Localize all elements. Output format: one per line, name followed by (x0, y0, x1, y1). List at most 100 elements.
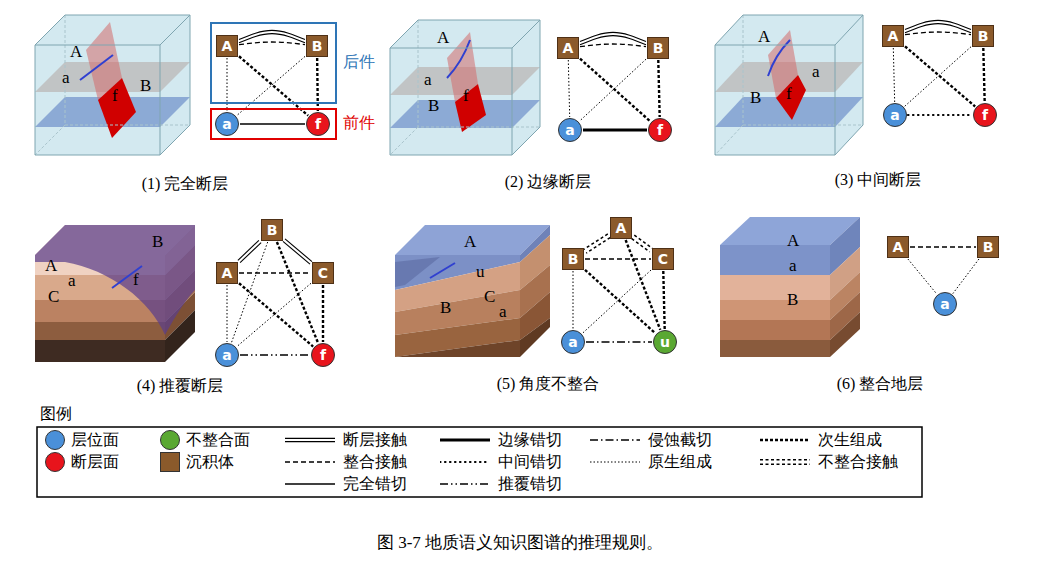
node-letter: A (893, 239, 904, 255)
illustration-shape (447, 40, 470, 78)
unconformity-block (395, 225, 550, 357)
illustration-label: f (786, 84, 792, 104)
legend-text: 不整合面 (186, 431, 250, 448)
label-text: C (484, 287, 495, 306)
legend-label: 中间错切 (498, 451, 562, 473)
illustration-shape (35, 15, 190, 155)
legend-text: 断层面 (71, 453, 119, 470)
node-letter: f (315, 116, 321, 132)
illustration-label: A (437, 28, 449, 48)
illustration-shape (715, 15, 863, 155)
sediment-node: A (216, 35, 238, 57)
label-text: B (440, 298, 451, 317)
connector-line (908, 114, 972, 116)
connector-line (573, 271, 574, 329)
connector-line (658, 60, 659, 117)
connector-line (237, 283, 311, 346)
legend-text: 沉积体 (186, 453, 234, 470)
legend-text: 次生组成 (818, 431, 882, 448)
illustration-label: a (424, 70, 432, 90)
legend-label: 沉积体 (186, 451, 234, 473)
connector-line (239, 30, 305, 39)
label-text: (5) 角度不整合 (497, 375, 600, 392)
connector-line (760, 463, 810, 465)
connector-line (580, 32, 646, 41)
illustration-shape (455, 84, 486, 132)
relation-connector (585, 270, 655, 333)
connector-line (440, 461, 490, 463)
legend-swatch (160, 430, 180, 450)
illustration-label: B (152, 232, 163, 252)
legend-label: 边缘错切 (498, 429, 562, 451)
label-text: a (62, 68, 70, 87)
relation-connector (910, 247, 976, 248)
label-text: (4) 推覆断层 (137, 377, 224, 394)
illustration-label: B (440, 298, 451, 318)
illustration-label: f (133, 270, 139, 290)
relation-connector (580, 44, 646, 47)
label-text: (6) 整合地层 (837, 375, 924, 392)
relation-connector (277, 242, 318, 343)
node-letter: a (940, 296, 949, 312)
surface-node: f (306, 112, 330, 136)
legend-line-sample (285, 478, 335, 490)
connector-line (580, 44, 646, 47)
complete-fault-block (35, 15, 190, 155)
legend-text: 边缘错切 (498, 431, 562, 448)
connector-line (227, 285, 228, 342)
illustration-shape (390, 20, 540, 155)
connector-line (239, 283, 313, 346)
connector-line (583, 128, 647, 131)
connector-line (568, 60, 569, 117)
panel-caption: (5) 角度不整合 (497, 374, 600, 394)
node-letter: f (320, 347, 326, 363)
legend-text: 推覆错切 (498, 475, 562, 492)
illustration-shape (395, 257, 440, 287)
connector-line (240, 243, 261, 263)
surface-node: a (215, 112, 239, 136)
surface-node: a (933, 292, 957, 316)
node-letter: a (890, 107, 899, 123)
node-letter: B (267, 222, 278, 238)
sediment-node: A (216, 262, 238, 284)
connector-line (239, 42, 305, 45)
node-letter: C (658, 251, 668, 267)
sediment-node: A (610, 217, 632, 239)
illustration-shape (395, 340, 520, 357)
label-text: A (45, 256, 57, 275)
connector-line (285, 461, 335, 462)
relation-connector (239, 283, 313, 346)
label-text: f (786, 84, 792, 103)
relation-connector (632, 235, 653, 252)
legend-label: 断层接触 (343, 429, 407, 451)
legend-line-sample (760, 434, 810, 446)
relation-connector (908, 115, 972, 116)
illustration-label: a (68, 271, 76, 291)
connector-line (905, 46, 975, 106)
relation-connector (583, 270, 651, 333)
label-text: 图例 (40, 405, 72, 422)
legend-line-sample (440, 456, 490, 468)
illustration-shape (720, 320, 830, 340)
illustration-shape (35, 225, 195, 335)
label-text: A (437, 28, 449, 47)
node-letter: B (312, 38, 323, 54)
legend-line-sample (440, 434, 490, 446)
node-letter: C (318, 265, 328, 281)
illustration-label: A (787, 231, 799, 251)
connector-line (283, 241, 310, 264)
legend-text: 层位面 (71, 431, 119, 448)
relation-connector (580, 32, 646, 44)
legend-text: 侵蚀截切 (648, 431, 712, 448)
connector-line (237, 56, 305, 115)
connector-line (285, 483, 335, 485)
label-text: (2) 边缘断层 (505, 173, 592, 190)
legend-text: 原生组成 (648, 453, 712, 470)
illustration-label: B (787, 290, 798, 310)
relation-connector (239, 273, 311, 274)
relation-connector (283, 239, 312, 264)
sediment-node: B (647, 37, 669, 59)
illustration-shape (35, 15, 190, 155)
connector-line (580, 59, 646, 121)
surface-node: f (648, 118, 672, 142)
